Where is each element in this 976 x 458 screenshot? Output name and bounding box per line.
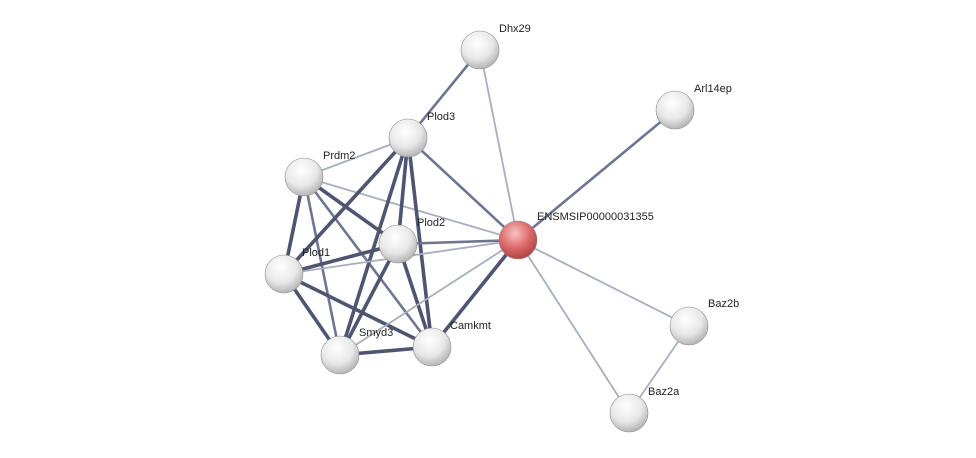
node-label-plod3: Plod3	[427, 111, 455, 123]
nodes-layer: Dhx29Arl14epPlod3Prdm2ENSMSIP00000031355…	[264, 23, 739, 433]
node-ensmsip[interactable]: ENSMSIP00000031355	[498, 211, 654, 260]
node-label-dhx29: Dhx29	[499, 23, 531, 35]
edge-prdm2-ensmsip	[303, 176, 519, 241]
edge-camkmt-ensmsip	[430, 238, 520, 349]
node-arl14ep[interactable]: Arl14ep	[655, 83, 732, 130]
node-prdm2[interactable]: Prdm2	[284, 150, 355, 197]
node-label-baz2a: Baz2a	[648, 386, 680, 398]
node-sphere-plod2[interactable]	[378, 224, 418, 264]
node-label-ensmsip: ENSMSIP00000031355	[537, 211, 654, 223]
node-label-baz2b: Baz2b	[708, 298, 739, 310]
edge-smyd3-ensmsip	[339, 239, 519, 356]
edge-ensmsip-baz2a	[517, 239, 630, 414]
edge-plod3-smyd3	[338, 136, 410, 357]
edge-plod2-smyd3	[338, 242, 400, 357]
node-sphere-plod3[interactable]	[388, 118, 428, 158]
edge-plod1-plod2	[282, 242, 400, 276]
node-camkmt[interactable]: Camkmt	[412, 320, 491, 367]
node-sphere-dhx29[interactable]	[460, 30, 500, 70]
node-smyd3[interactable]: Smyd3	[320, 327, 393, 375]
node-label-smyd3: Smyd3	[359, 327, 393, 339]
node-sphere-arl14ep[interactable]	[655, 90, 695, 130]
edge-plod3-ensmsip	[406, 136, 520, 242]
node-plod1[interactable]: Plod1	[264, 247, 330, 294]
node-sphere-plod1[interactable]	[264, 254, 304, 294]
edge-plod3-plod1	[282, 136, 410, 276]
node-label-plod2: Plod2	[417, 217, 445, 229]
node-baz2a[interactable]: Baz2a	[609, 386, 680, 433]
node-sphere-prdm2[interactable]	[284, 157, 324, 197]
node-dhx29[interactable]: Dhx29	[460, 23, 531, 70]
node-sphere-baz2a[interactable]	[609, 393, 649, 433]
edge-arl14ep-ensmsip	[516, 108, 677, 242]
node-label-camkmt: Camkmt	[450, 320, 491, 332]
edge-plod1-camkmt	[282, 272, 434, 349]
node-sphere-camkmt[interactable]	[412, 327, 452, 367]
edge-plod2-ensmsip	[396, 238, 520, 246]
node-sphere-ensmsip[interactable]	[498, 220, 538, 260]
edge-prdm2-smyd3	[302, 175, 342, 357]
node-label-plod1: Plod1	[302, 247, 330, 259]
node-label-arl14ep: Arl14ep	[694, 83, 732, 95]
node-sphere-baz2b[interactable]	[669, 306, 709, 346]
node-plod3[interactable]: Plod3	[388, 111, 455, 158]
edge-ensmsip-baz2b	[517, 239, 690, 327]
node-baz2b[interactable]: Baz2b	[669, 298, 739, 346]
node-sphere-smyd3[interactable]	[320, 335, 360, 375]
edge-dhx29-ensmsip	[479, 49, 519, 241]
node-plod2[interactable]: Plod2	[378, 217, 445, 264]
node-label-prdm2: Prdm2	[323, 150, 355, 162]
